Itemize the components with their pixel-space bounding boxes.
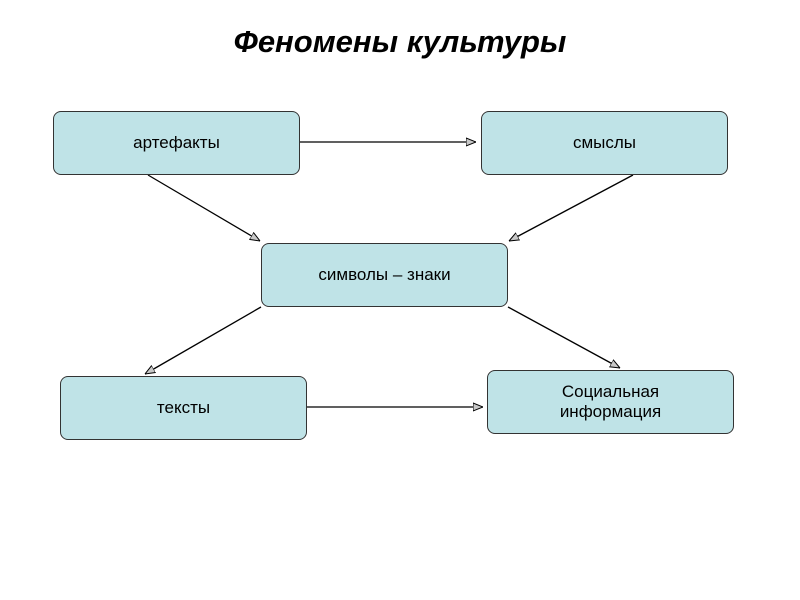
node-texts: тексты (60, 376, 307, 440)
node-artifacts: артефакты (53, 111, 300, 175)
page-title: Феномены культуры (233, 24, 567, 59)
node-social-information: Социальная информация (487, 370, 734, 434)
arrow-meanings-to-symbols (509, 174, 634, 241)
arrow-symbols-to-social (507, 306, 620, 368)
arrow-artifacts-to-symbols (147, 174, 260, 241)
arrow-symbols-to-texts (145, 306, 262, 374)
node-meanings: смыслы (481, 111, 728, 175)
node-symbols-signs: символы – знаки (261, 243, 508, 307)
